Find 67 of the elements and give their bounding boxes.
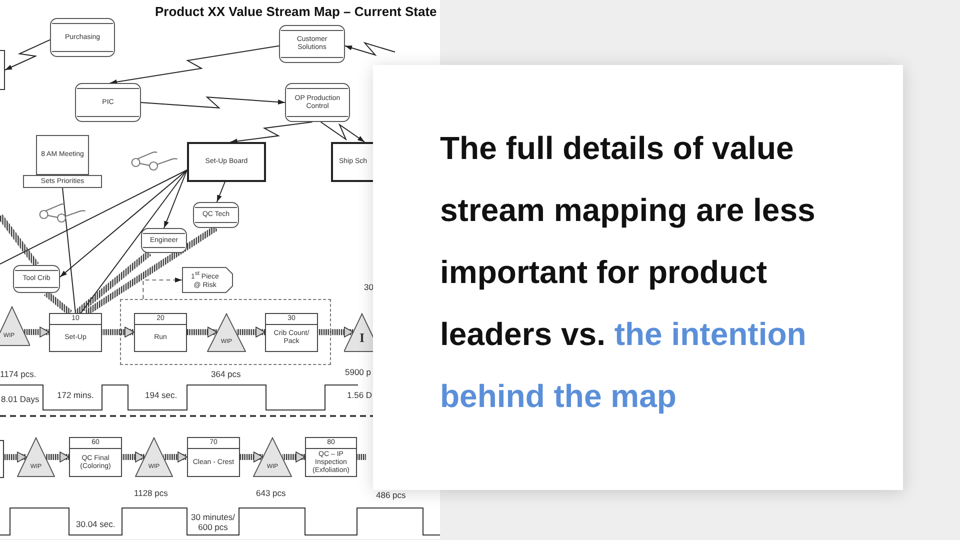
process-box [69, 437, 122, 477]
partial-box [0, 50, 5, 90]
department-box [13, 265, 60, 293]
inventory-count: 643 pcs [256, 488, 286, 498]
lightning-arrow [320, 122, 366, 142]
inventory-triangle [17, 437, 55, 477]
timeline-value: 30.04 sec. [76, 520, 116, 530]
inventory-count: 1174 pcs. [0, 369, 36, 379]
role-box [193, 202, 239, 228]
arrow [164, 170, 188, 228]
lightning-arrow [4, 39, 50, 70]
striped-arrow [236, 326, 266, 338]
striped-arrow [4, 452, 27, 462]
lightning-arrow [140, 96, 286, 108]
department-box [50, 18, 115, 57]
department-box [279, 25, 345, 63]
striped-arrow [282, 452, 306, 462]
process-box [49, 313, 102, 352]
headline-text: The full details of value stream mapping are less important for product leaders vs. the intention behind the map [440, 129, 816, 416]
role-box [141, 228, 187, 253]
process-box [265, 313, 318, 352]
text-card [373, 65, 903, 490]
inventory-label: I [359, 331, 365, 344]
inventory-triangle [344, 313, 373, 352]
timeline-value: 194 sec. [145, 391, 178, 400]
striped-arrow [46, 452, 70, 462]
lightning-arrow [110, 45, 280, 84]
arrow [60, 170, 188, 278]
striped-band [84, 226, 218, 316]
meeting-box [36, 135, 89, 175]
lightning-arrow [230, 122, 313, 144]
inventory-count: 486 pcs [376, 491, 406, 500]
dashed-arrow [142, 278, 182, 299]
striped-arrow [240, 452, 264, 462]
striped-band [0, 214, 39, 267]
striped-arrow [187, 326, 218, 338]
arrow [216, 182, 226, 202]
striped-arrow [122, 452, 145, 462]
timeline-value: 172 mins. [57, 391, 94, 400]
board-box [187, 142, 266, 182]
process-box [134, 313, 187, 352]
tag-shape [182, 267, 233, 293]
striped-arrow [318, 326, 354, 338]
inventory-count: 5900 p [345, 368, 371, 378]
striped-arrow [164, 452, 188, 462]
lightning-arrow [344, 42, 396, 56]
striped-arrow [24, 326, 50, 338]
board-box [331, 142, 373, 182]
process-box [305, 437, 357, 477]
department-box [285, 83, 350, 122]
number-text: 30 [364, 283, 374, 292]
inventory-count: 1128 pcs [134, 488, 168, 498]
process-box [187, 437, 240, 477]
diagram-title: Product XX Value Stream Map – Current State [155, 4, 437, 20]
striped-arrow [102, 326, 134, 338]
partial-box [0, 440, 4, 478]
inventory-count: 364 pcs [211, 369, 241, 379]
striped-band [74, 250, 152, 316]
timeline-value: 8.01 Days [1, 395, 40, 404]
striped-band [357, 454, 366, 460]
meeting-base [23, 175, 102, 188]
connector-line [0, 170, 188, 264]
striped-band [44, 290, 72, 316]
timeline-value: 1.56 D [347, 391, 372, 400]
connector-line [62, 188, 76, 314]
timeline-value: 30 minutes/ 600 pcs [190, 513, 236, 532]
department-box [75, 83, 141, 122]
